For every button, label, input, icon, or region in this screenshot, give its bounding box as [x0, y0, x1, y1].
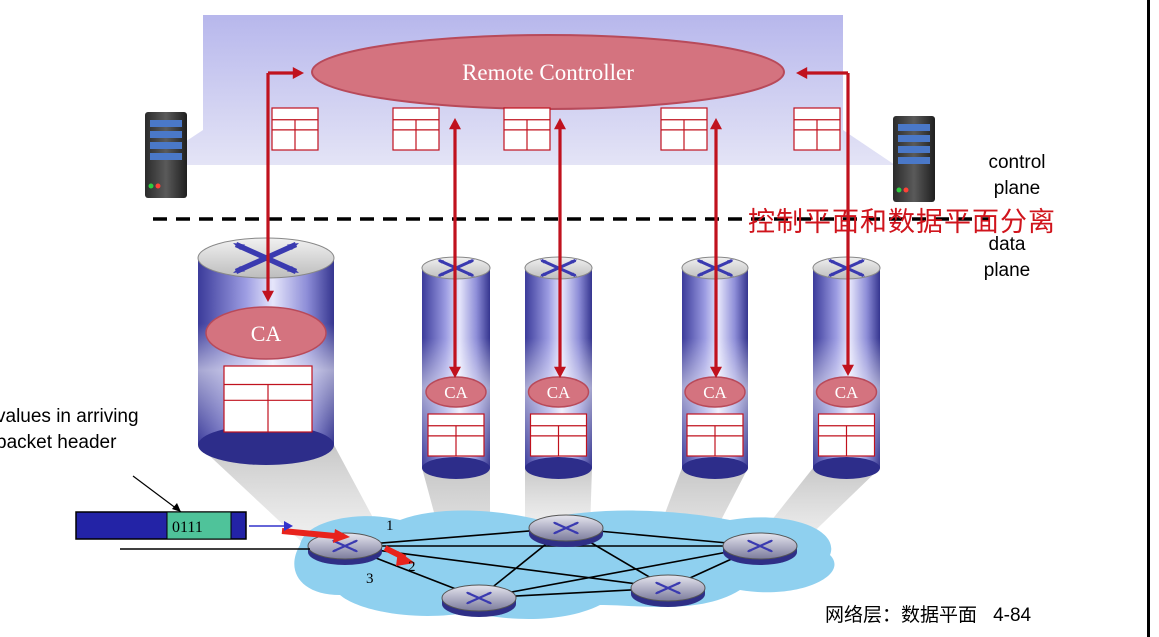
switch-cylinder: CA	[197, 237, 335, 465]
controller-flow-table	[271, 107, 319, 151]
router-cross-icon	[654, 581, 682, 595]
separation-overlay-text: 控制平面和数据平面分离	[748, 207, 1056, 238]
switch-flow-table	[817, 413, 876, 457]
controller-flow-table	[392, 107, 440, 151]
control-arrow	[262, 67, 304, 302]
control-agent: CA	[205, 306, 327, 360]
packet-note-line2: packet header	[0, 432, 117, 453]
switch-flow-table	[529, 413, 588, 457]
data-plane-label: data plane	[964, 232, 1050, 284]
control-plane-label: control plane	[974, 150, 1060, 202]
network-router	[528, 514, 604, 547]
controller-flow-tables	[271, 107, 841, 151]
switch-cross-icon	[233, 242, 299, 274]
network-router	[722, 532, 798, 565]
remote-controller-label: Remote Controller	[462, 60, 634, 85]
packet-header-note: values in arriving packet header	[0, 404, 139, 456]
control-arrows	[262, 67, 854, 378]
arriving-packet: 0111	[75, 475, 310, 550]
router-cross-icon	[552, 521, 580, 535]
server-icon-left	[145, 112, 187, 198]
link-number-3: 3	[366, 571, 374, 587]
control-arrow	[796, 67, 854, 376]
link-number-2: 2	[408, 559, 416, 575]
packet-header-value: 0111	[172, 519, 203, 536]
controller-flow-table	[503, 107, 551, 151]
control-arrow	[554, 118, 566, 378]
control-agent: CA	[527, 376, 590, 408]
control-agent: CA	[684, 376, 746, 408]
network-router	[441, 584, 517, 617]
router-cross-icon	[746, 539, 774, 553]
switch-flow-table	[686, 413, 744, 457]
control-agent-label: CA	[703, 383, 727, 402]
control-agent-label: CA	[547, 383, 571, 402]
data-plane-label-line2: plane	[983, 260, 1031, 281]
ingress-arrows	[281, 528, 415, 566]
data-plane-label-line1: data	[988, 234, 1026, 255]
switch-cylinders: CA CA CA CA CA	[197, 237, 881, 479]
network-router	[630, 574, 706, 607]
right-border-line	[1147, 0, 1150, 637]
packet-note-line1: values in arriving	[0, 406, 139, 427]
link-number-1: 1	[386, 518, 394, 534]
router-cross-icon	[465, 591, 493, 605]
network-routers	[307, 514, 798, 617]
server-icon-right	[893, 116, 935, 202]
controller-flow-table	[660, 107, 708, 151]
switch-flow-table	[427, 413, 485, 457]
control-agent-label: CA	[835, 383, 859, 402]
control-agent: CA	[425, 376, 487, 408]
control-arrow	[449, 118, 461, 378]
control-agent-label: CA	[251, 321, 282, 346]
network-router	[307, 532, 383, 565]
controller-flow-table	[793, 107, 841, 151]
control-plane-label-line2: plane	[993, 178, 1041, 199]
router-cross-icon	[331, 539, 359, 553]
footer-section: 网络层：数据平面	[825, 604, 978, 626]
control-agent: CA	[815, 376, 878, 408]
footer-caption: 网络层：数据平面 4-84	[825, 600, 1031, 627]
control-agent-label: CA	[444, 383, 468, 402]
control-arrow	[710, 118, 722, 378]
switch-flow-table	[223, 365, 313, 433]
control-plane-label-line1: control	[988, 152, 1046, 173]
remote-controller: Remote Controller	[311, 34, 785, 110]
footer-page: 4-84	[993, 605, 1032, 626]
